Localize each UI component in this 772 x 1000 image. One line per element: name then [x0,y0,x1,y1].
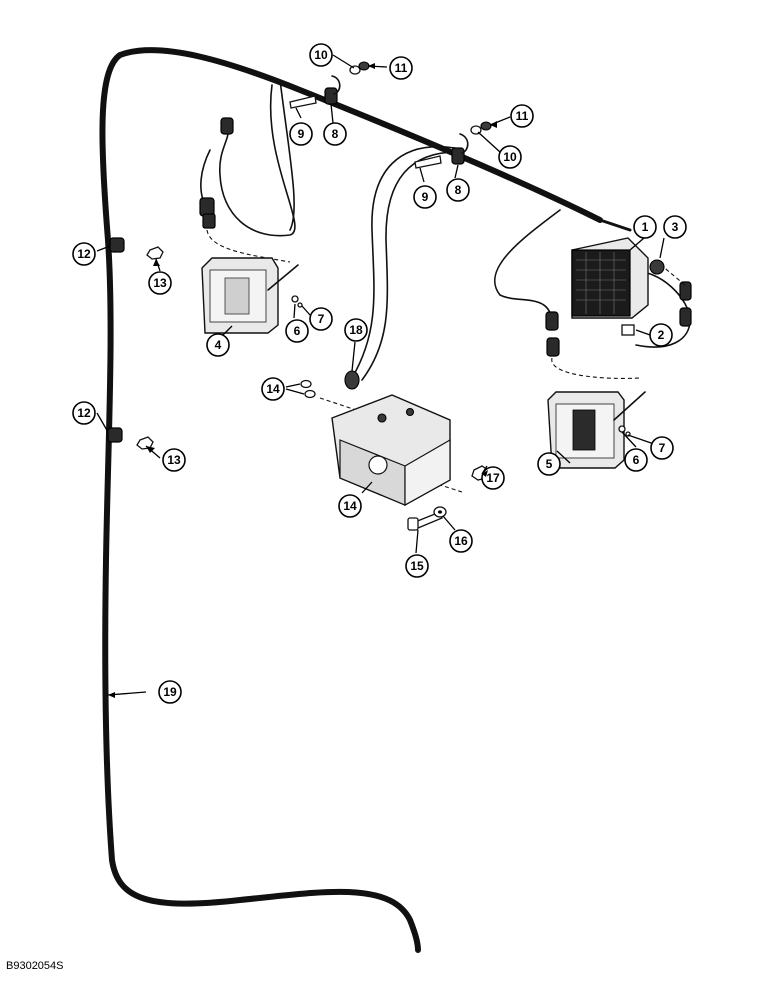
callout-16: 16 [449,529,473,553]
svg-text:9: 9 [298,127,305,141]
connector-far-right-lower [679,307,692,327]
callout-6-right: 6 [624,448,648,472]
callout-9-right: 9 [413,185,437,209]
callout-11: 11 [389,56,413,80]
connector-right-upper [545,311,559,331]
callout-11-right: 11 [510,104,534,128]
callout-13: 13 [148,271,172,295]
svg-text:13: 13 [153,276,167,290]
callout-18: 18 [344,318,368,342]
svg-text:13: 13 [167,453,181,467]
connector-left-lower [202,213,216,229]
callout-1: 1 [633,215,657,239]
callout-10-right: 10 [498,145,522,169]
callout-2: 2 [649,323,673,347]
svg-text:5: 5 [546,457,553,471]
callout-10: 10 [309,43,333,67]
callout-3: 3 [663,215,687,239]
bracket-assembly [331,394,451,507]
svg-text:6: 6 [633,453,640,467]
svg-text:4: 4 [215,338,222,352]
callout-14-bracket: 14 [338,494,362,518]
callout-12-lower: 12 [72,401,96,425]
callout-13-lower: 13 [162,448,186,472]
svg-text:7: 7 [318,312,325,326]
connector-left-upper [199,197,215,217]
callout-8: 8 [323,122,347,146]
main-wire-harness [99,47,632,953]
branch-wires [200,79,691,381]
svg-text:12: 12 [77,406,91,420]
lamp-bracket [621,324,635,336]
callout-8-right: 8 [446,178,470,202]
svg-text:8: 8 [332,127,339,141]
callout-4: 4 [206,333,230,357]
work-lamp [571,237,665,336]
callout-12: 12 [72,242,96,266]
svg-text:19: 19 [163,685,177,699]
wire-connectors [199,117,692,357]
right-tail-lamp [547,391,646,469]
svg-text:9: 9 [422,190,429,204]
callout-7: 7 [309,307,333,331]
svg-text:6: 6 [294,324,301,338]
svg-text:11: 11 [395,61,408,75]
callout-15: 15 [405,554,429,578]
svg-text:14: 14 [266,382,280,396]
leader-arrowheads [108,63,497,698]
callouts: 1 2 3 4 5 6 7 8 9 10 11 12 13 14 15 16 1… [72,43,687,704]
callout-5: 5 [537,452,561,476]
svg-text:15: 15 [410,559,424,573]
svg-text:16: 16 [454,534,468,548]
svg-text:8: 8 [455,183,462,197]
callout-14-left: 14 [261,377,285,401]
svg-text:17: 17 [486,471,500,485]
svg-text:7: 7 [659,441,666,455]
connector-right-lower [546,337,560,357]
callout-7-right: 7 [650,436,674,460]
callout-19: 19 [158,680,182,704]
left-tail-lamp [201,257,299,334]
lamp-knob [649,259,665,275]
svg-text:18: 18 [349,323,363,337]
svg-text:10: 10 [314,48,328,62]
callout-17: 17 [481,466,505,490]
svg-text:10: 10 [503,150,517,164]
svg-text:3: 3 [672,220,679,234]
svg-text:2: 2 [658,328,665,342]
callout-6: 6 [285,319,309,343]
svg-text:11: 11 [516,109,529,123]
svg-text:1: 1 [642,220,649,234]
svg-text:14: 14 [343,499,357,513]
connector-far-right-upper [679,281,692,301]
connector-top-left [220,117,234,135]
callout-9: 9 [289,122,313,146]
figure-code: B9302054S [6,960,64,972]
hardware [107,61,631,531]
svg-text:12: 12 [77,247,91,261]
leader-lines [96,54,665,696]
